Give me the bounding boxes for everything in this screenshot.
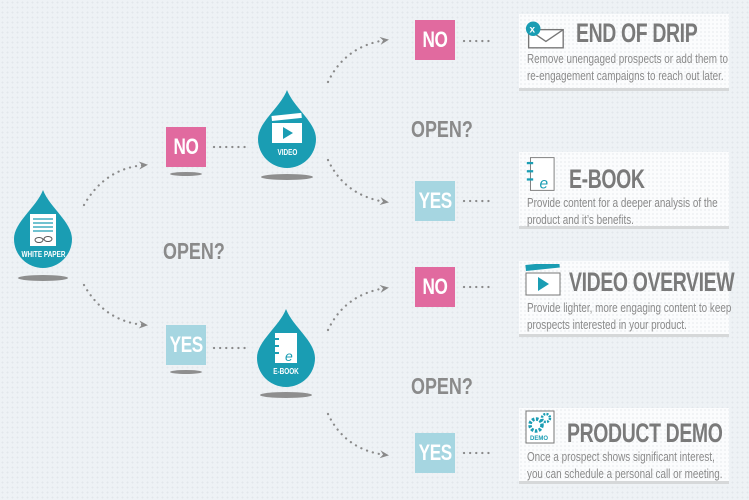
arrow-ebook-to-yes — [326, 412, 389, 459]
video-clapper-icon — [258, 90, 316, 168]
card-title: E-BOOK — [569, 164, 645, 194]
yes-box-level1: YES — [166, 325, 206, 365]
card-title: PRODUCT DEMO — [567, 418, 723, 448]
arrow-whitepaper-to-no — [82, 161, 148, 207]
shadow — [170, 370, 202, 374]
video-clapper-icon — [525, 264, 561, 296]
outcome-card-ebook: e E-BOOK Provide content for a deeper an… — [519, 152, 729, 229]
no-box-video: NO — [415, 20, 455, 60]
arrow-video-to-yes — [326, 158, 389, 206]
demo-icon-text: DEMO — [530, 436, 548, 442]
arrow-video-to-no — [326, 36, 389, 84]
yes-box-video: YES — [415, 181, 455, 221]
ebook-icon: e — [526, 157, 555, 193]
arrow-ebook-to-no — [326, 284, 389, 332]
card-description: Provide content for a deeper analysis of… — [527, 195, 718, 227]
document-glasses-icon — [14, 190, 72, 268]
ebook-icon: e — [257, 309, 315, 387]
arrow-whitepaper-to-yes — [82, 283, 148, 329]
card-title: END OF DRIP — [576, 18, 698, 48]
no-box-level1: NO — [166, 127, 206, 167]
open-question-ebook: OPEN? — [411, 373, 473, 399]
shadow — [18, 275, 68, 281]
shadow — [260, 392, 312, 398]
svg-text:e: e — [285, 348, 293, 364]
outcome-card-end-of-drip: x END OF DRIP Remove unengaged prospects… — [519, 14, 729, 91]
video-label: VIDEO — [277, 148, 297, 157]
svg-text:e: e — [540, 176, 549, 193]
no-box-ebook: NO — [415, 267, 455, 307]
envelope-x-icon: x — [525, 21, 564, 49]
yes-box-ebook: YES — [415, 433, 455, 473]
white-paper-label: WHITE PAPER — [21, 250, 65, 259]
card-description: Provide lighter, more engaging content t… — [527, 300, 732, 332]
ebook-label: E-BOOK — [273, 367, 299, 376]
open-question-level1: OPEN? — [163, 238, 225, 264]
outcome-card-product-demo: DEMO PRODUCT DEMO Once a prospect shows … — [519, 408, 729, 484]
card-description: Remove unengaged prospects or add them t… — [527, 51, 729, 83]
svg-text:x: x — [530, 24, 536, 35]
shadow — [261, 174, 313, 180]
gears-demo-icon: DEMO — [525, 410, 555, 444]
card-title: VIDEO OVERVIEW — [569, 267, 735, 297]
outcome-card-video-overview: VIDEO OVERVIEW Provide lighter, more eng… — [519, 261, 735, 337]
shadow — [170, 172, 202, 176]
open-question-video: OPEN? — [411, 116, 473, 142]
card-description: Once a prospect shows significant intere… — [527, 449, 723, 481]
